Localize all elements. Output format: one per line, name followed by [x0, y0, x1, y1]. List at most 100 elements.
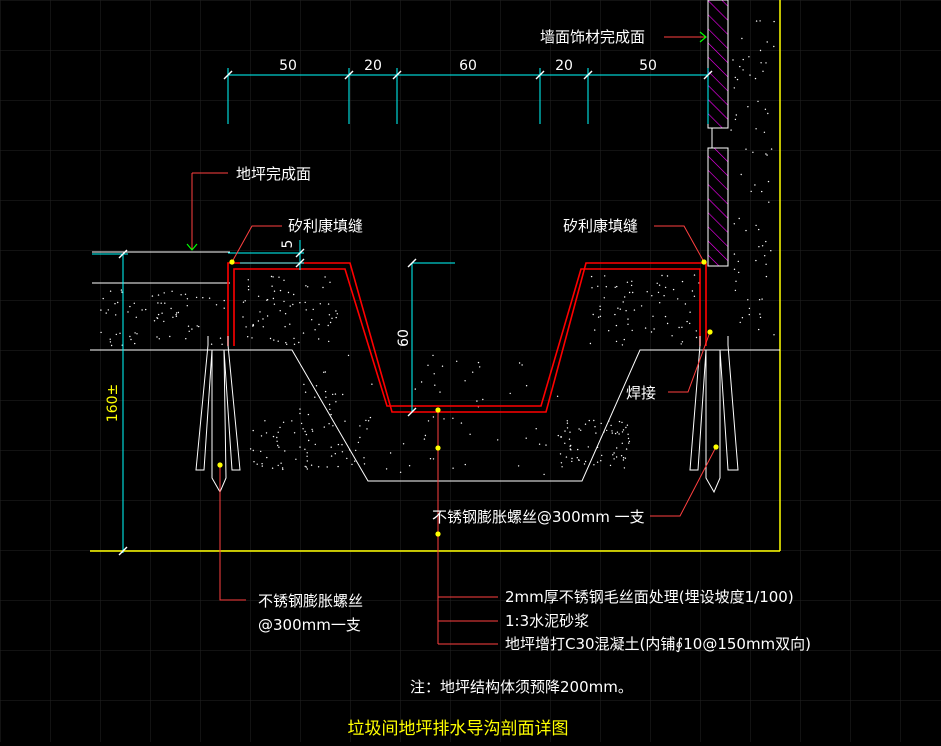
speckle-dot: [610, 424, 612, 427]
speckle-dot: [318, 323, 320, 326]
speckle-dot: [371, 383, 373, 385]
speckle-dot: [577, 448, 579, 451]
speckle-dot: [757, 100, 759, 103]
speckle-dot: [614, 313, 616, 316]
speckle-dot: [253, 461, 255, 463]
speckle-dot: [347, 354, 350, 357]
speckle-dot: [748, 313, 750, 316]
speckle-dot: [299, 408, 301, 410]
speckle-dot: [564, 442, 566, 444]
speckle-dot: [624, 296, 626, 298]
speckle-dot: [175, 315, 178, 317]
speckle-dot: [157, 302, 159, 304]
speckle-dot: [619, 308, 621, 310]
speckle-dot: [761, 245, 764, 247]
note-text: 注：地坪结构体须预降200mm。: [410, 678, 633, 696]
speckle-dot: [627, 433, 629, 435]
speckle-dot: [273, 303, 276, 305]
floor-layers: [90, 251, 780, 482]
speckle-dot: [107, 309, 110, 311]
speckle-dot: [266, 456, 268, 459]
speckle-dot: [161, 312, 163, 314]
speckle-dot: [556, 395, 559, 397]
speckle-dot: [625, 426, 627, 429]
speckle-dot: [322, 286, 324, 289]
speckle-dot: [621, 421, 623, 424]
speckle-dot: [114, 303, 116, 305]
speckle-dot: [616, 285, 618, 288]
speckle-dot: [760, 62, 762, 64]
speckle-dot: [188, 330, 190, 332]
speckle-dot: [324, 371, 326, 373]
speckle-dot: [566, 422, 569, 424]
speckle-dot: [336, 313, 338, 315]
speckle-dot: [616, 447, 618, 449]
speckle-dot: [661, 274, 663, 277]
speckle-dot: [631, 329, 633, 332]
speckle-dot: [564, 430, 566, 432]
speckle-dot: [623, 338, 625, 341]
speckle-dot: [341, 451, 344, 453]
speckle-dot: [278, 276, 280, 278]
speckle-dot: [689, 322, 691, 325]
speckle-dot: [187, 325, 190, 327]
speckle-dot: [185, 338, 187, 340]
speckle-dot: [323, 426, 325, 428]
speckle-dot: [650, 331, 653, 333]
sealant-right-label: 矽利康填缝: [563, 217, 638, 235]
speckle-dot: [298, 341, 300, 344]
speckle-dot: [334, 393, 337, 395]
speckle-dot: [115, 314, 117, 316]
speckle-dot: [557, 434, 559, 437]
speckle-dot: [755, 259, 757, 262]
speckle-dot: [622, 457, 625, 459]
speckle-dot: [591, 287, 593, 289]
speckle-dot: [295, 458, 297, 460]
dim-depth: 60: [396, 329, 412, 347]
speckle-dot: [346, 457, 348, 460]
speckle-dot: [304, 430, 306, 433]
speckle-dot: [627, 318, 629, 320]
speckle-dot: [622, 429, 625, 431]
speckle-dot: [580, 429, 582, 431]
speckle-dot: [314, 396, 316, 398]
speckle-dot: [608, 330, 610, 332]
speckle-dot: [759, 316, 762, 319]
speckle-dot: [329, 408, 331, 411]
speckle-dot: [305, 466, 308, 468]
speckle-dot: [129, 305, 131, 308]
speckle-dot: [109, 338, 111, 340]
speckle-dot: [270, 275, 273, 278]
speckle-dot: [305, 285, 307, 287]
speckle-dot: [566, 420, 568, 422]
speckle-dot: [385, 468, 388, 470]
speckle-dot: [443, 418, 445, 420]
speckle-dot: [328, 314, 331, 316]
speckle-dot: [766, 41, 768, 43]
speckle-dot: [681, 341, 684, 343]
speckle-dot: [630, 284, 633, 287]
speckle-dot: [261, 465, 263, 467]
speckle-dot: [329, 321, 332, 324]
speckle-dot: [307, 286, 309, 288]
speckle-dot: [755, 20, 758, 22]
leader-points: [217, 259, 719, 537]
speckle-dot: [177, 311, 180, 314]
speckle-dot: [733, 87, 735, 89]
speckle-dot: [568, 438, 571, 440]
speckle-dot: [272, 297, 275, 300]
speckle-dot: [283, 279, 285, 281]
speckle-dot: [759, 49, 762, 52]
speckle-dot: [754, 77, 757, 80]
speckle-dot: [252, 429, 254, 432]
speckle-dot: [223, 299, 225, 302]
speckle-dot: [215, 304, 218, 306]
speckle-dot: [424, 434, 427, 437]
speckle-dot: [695, 336, 698, 339]
speckle-dot: [119, 332, 121, 334]
layer-steel-label: 2mm厚不锈钢毛丝面处理(埋设坡度1/100): [505, 588, 794, 606]
speckle-dot: [622, 459, 625, 461]
speckle-dot: [324, 276, 326, 278]
wall-finish-label: 墙面饰材完成面: [540, 28, 645, 46]
